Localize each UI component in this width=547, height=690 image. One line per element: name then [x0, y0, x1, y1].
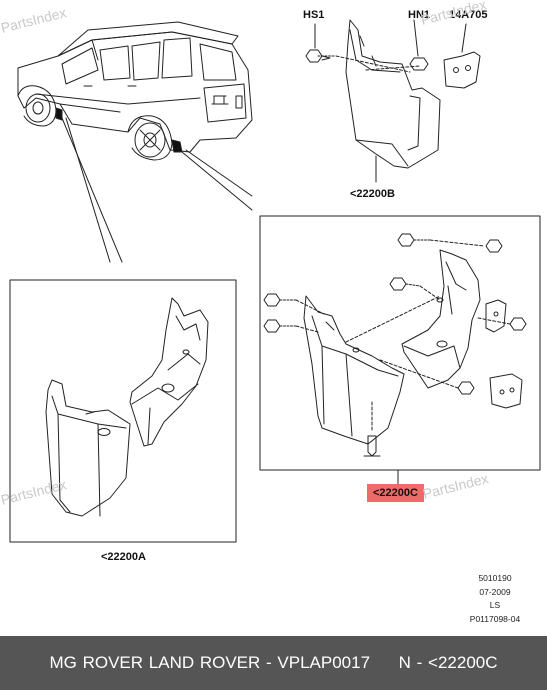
- footer-bar: MG ROVER LAND ROVER - VPLAP0017 N - <222…: [0, 636, 547, 690]
- assembly-22200a: [45, 297, 209, 517]
- vehicle-illustration: [17, 21, 253, 263]
- meta-ls: LS: [489, 600, 501, 610]
- part-label-22200a[interactable]: <22200A: [101, 551, 146, 563]
- meta-code: 5010190: [478, 573, 512, 583]
- drawing-metadata: 5010190 07-2009 LS P0117098-04: [457, 572, 533, 626]
- callout-hn1: HN1: [408, 9, 431, 21]
- callout-hs1: HS1: [303, 9, 325, 21]
- part-label-22200b[interactable]: <22200B: [350, 188, 395, 200]
- parts-diagram: [9, 19, 541, 543]
- assembly-22200c: [263, 233, 527, 485]
- assembly-22200b: [305, 19, 481, 183]
- meta-date: 07-2009: [479, 586, 511, 597]
- footer-title: MG ROVER LAND ROVER - VPLAP0017 N - <222…: [49, 653, 498, 672]
- part-label-22200c-highlighted[interactable]: <22200C: [367, 484, 424, 502]
- frame-a: [9, 279, 237, 543]
- meta-drawing-number: P0117098-04: [469, 613, 521, 624]
- callout-14a705: 14A705: [449, 9, 488, 21]
- frame-c: [259, 215, 541, 471]
